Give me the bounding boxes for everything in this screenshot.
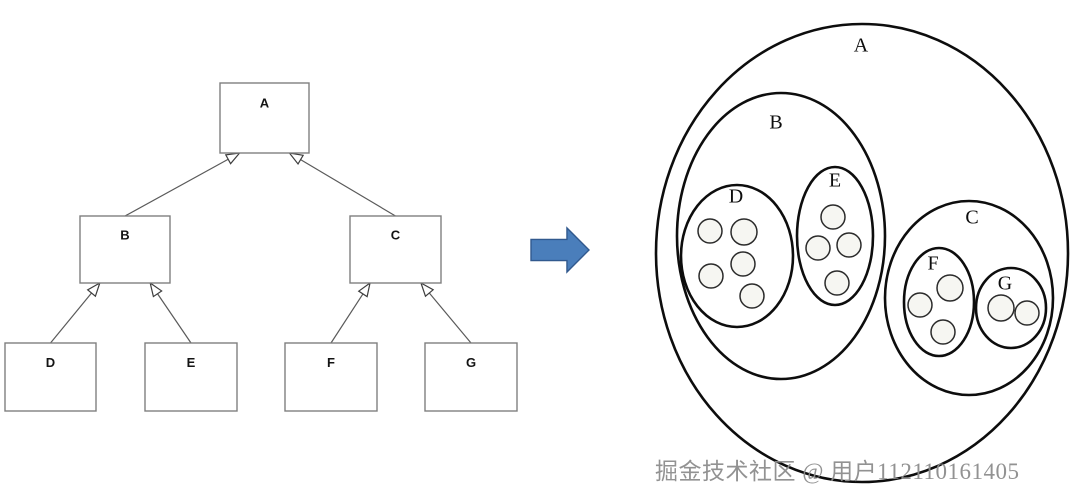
set-label-g: G	[998, 273, 1012, 295]
uml-class-box-label: G	[466, 355, 476, 370]
set-boundary-a	[654, 22, 1070, 484]
set-label-d: D	[729, 186, 743, 208]
uml-class-box-outline	[4, 342, 97, 412]
uml-class-box-label: A	[260, 95, 270, 110]
uml-class-box-label: E	[187, 355, 196, 370]
uml-class-box-label: B	[120, 228, 129, 243]
uml-class-box-c[interactable]: C	[349, 215, 442, 284]
set-label-f: F	[927, 253, 938, 275]
uml-class-box-label: F	[327, 355, 335, 370]
set-boundary-e	[795, 165, 875, 307]
member-dot	[698, 263, 724, 289]
set-label-b: B	[769, 112, 782, 134]
uml-class-box-outline	[349, 215, 442, 284]
uml-class-box-f[interactable]: F	[284, 342, 378, 412]
uml-class-box-a[interactable]: A	[219, 82, 310, 154]
watermark-label: 掘金技术社区 @ 用户112110161405	[655, 459, 1020, 484]
set-boundary-g	[974, 266, 1048, 350]
set-group-c[interactable]: C	[883, 199, 1055, 397]
member-dot	[936, 274, 964, 302]
member-dot	[697, 218, 723, 244]
uml-generalization-arrowhead	[86, 281, 101, 298]
rightward-block-arrow-icon	[530, 226, 590, 274]
set-label-e: E	[829, 170, 841, 192]
uml-class-box-outline	[219, 82, 310, 154]
uml-class-box-d[interactable]: D	[4, 342, 97, 412]
set-group-b[interactable]: B	[675, 91, 887, 381]
member-dot	[987, 294, 1015, 322]
uml-generalization-arrowhead	[357, 281, 371, 298]
set-label-c: C	[965, 207, 978, 229]
member-dot	[824, 270, 850, 296]
uml-link-line	[157, 293, 192, 344]
uml-link-d-to-b	[50, 281, 101, 344]
set-label-a: A	[854, 35, 869, 57]
uml-link-g-to-c	[419, 281, 472, 344]
member-dot	[730, 218, 758, 246]
uml-class-box-outline	[144, 342, 238, 412]
uml-generalization-arrowhead	[224, 152, 242, 165]
uml-link-line	[300, 159, 396, 217]
uml-link-e-to-b	[149, 281, 192, 344]
uml-link-line	[50, 292, 93, 344]
set-group-f[interactable]: F	[902, 246, 976, 358]
member-dot	[1014, 300, 1040, 326]
uml-class-box-label: D	[46, 355, 55, 370]
set-boundary-d	[679, 183, 795, 329]
member-dot	[805, 235, 831, 261]
member-dot	[907, 292, 933, 318]
uml-link-f-to-c	[330, 281, 371, 344]
set-group-e[interactable]: E	[795, 165, 875, 307]
member-dot	[930, 319, 956, 345]
uml-link-line	[330, 293, 364, 344]
uml-link-c-to-a	[287, 152, 396, 217]
member-dot	[739, 283, 765, 309]
uml-link-line	[428, 292, 472, 344]
member-dot	[820, 204, 846, 230]
set-group-a[interactable]: A	[654, 22, 1070, 484]
uml-class-box-g[interactable]: G	[424, 342, 518, 412]
uml-generalization-arrowhead	[419, 281, 435, 298]
member-dot	[730, 251, 756, 277]
set-group-g[interactable]: G	[974, 266, 1048, 350]
uml-generalization-arrowhead	[287, 152, 305, 165]
uml-class-box-outline	[284, 342, 378, 412]
uml-class-box-outline	[424, 342, 518, 412]
member-dot	[836, 232, 862, 258]
uml-class-box-label: C	[391, 228, 401, 243]
uml-class-box-e[interactable]: E	[144, 342, 238, 412]
uml-link-line	[124, 158, 229, 217]
set-group-d[interactable]: D	[679, 183, 795, 329]
set-boundary-c	[883, 199, 1055, 397]
uml-class-box-b[interactable]: B	[79, 215, 171, 284]
uml-class-box-outline	[79, 215, 171, 284]
set-boundary-f	[902, 246, 976, 358]
uml-link-b-to-a	[124, 152, 242, 217]
uml-generalization-arrowhead	[149, 281, 163, 298]
set-boundary-b	[675, 91, 887, 381]
